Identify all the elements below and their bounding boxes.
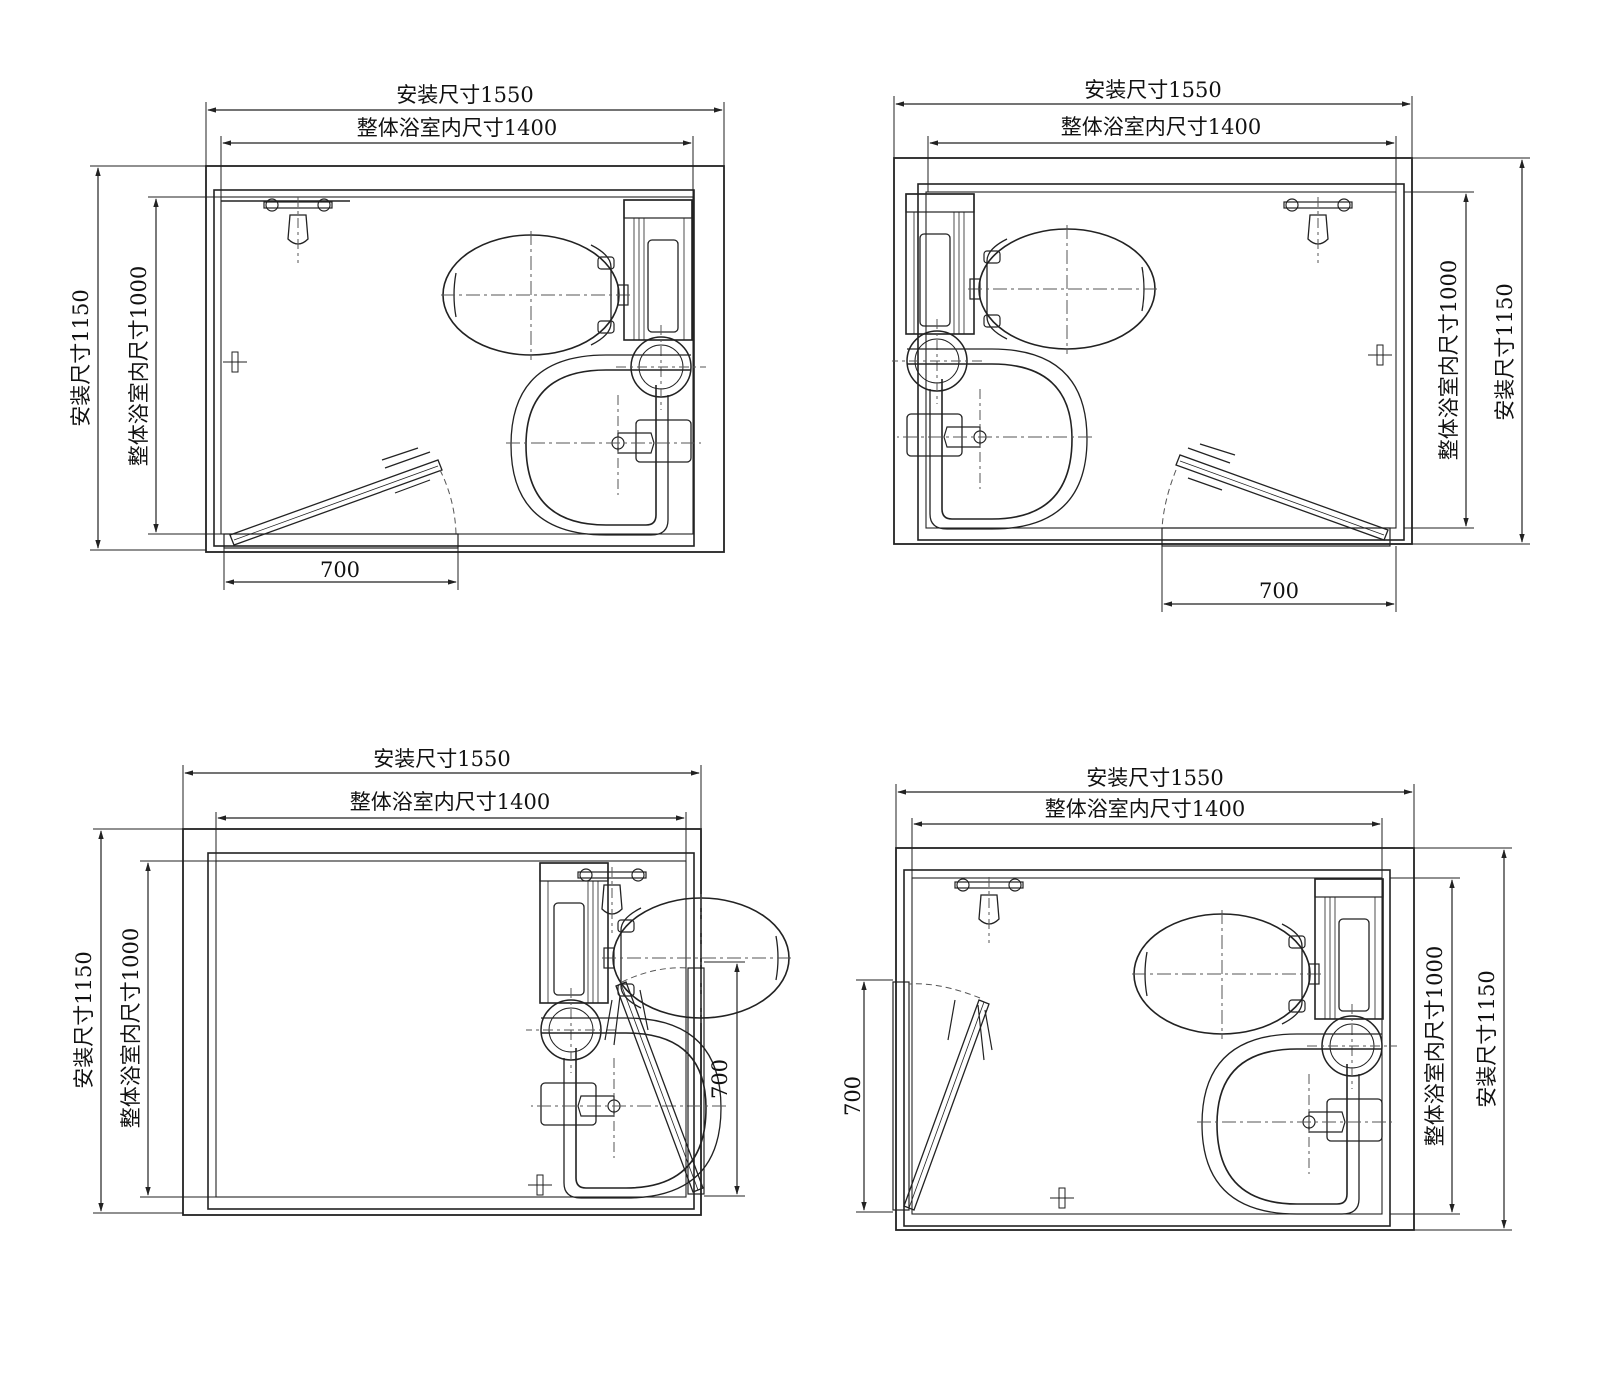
inner-height-label: 整体浴室内尺寸1000 xyxy=(127,266,151,466)
inner-height-label: 整体浴室内尺寸1000 xyxy=(1437,260,1461,460)
door-icon xyxy=(604,967,705,1195)
inner-height-label: 整体浴室内尺寸1000 xyxy=(119,928,143,1128)
inner-width-label: 整体浴室内尺寸1400 xyxy=(1061,115,1261,139)
install-width-label: 安装尺寸1550 xyxy=(396,83,533,107)
floor-plan-2: 安装尺寸1550 整体浴室内尺寸1400 安装尺寸1150 整体浴室内尺寸100… xyxy=(891,78,1530,612)
install-height-label: 安装尺寸1150 xyxy=(69,289,93,426)
floor-plan-1: 安装尺寸1550 整体浴室内尺寸1400 安装尺寸1150 整体浴室内尺寸100… xyxy=(69,83,725,590)
door-icon xyxy=(1161,443,1391,547)
inner-width-label: 整体浴室内尺寸1400 xyxy=(357,116,557,140)
install-height-label: 安装尺寸1150 xyxy=(72,951,96,1088)
inner-width-label: 整体浴室内尺寸1400 xyxy=(350,790,550,814)
install-width-label: 安装尺寸1550 xyxy=(1086,766,1223,790)
inner-height-label: 整体浴室内尺寸1000 xyxy=(1423,946,1447,1146)
install-width-label: 安装尺寸1550 xyxy=(373,747,510,771)
install-height-label: 安装尺寸1150 xyxy=(1475,970,1499,1107)
install-width-label: 安装尺寸1550 xyxy=(1084,78,1221,102)
door-width-label: 700 xyxy=(320,558,360,582)
door-width-label: 700 xyxy=(841,1076,865,1116)
install-height-label: 安装尺寸1150 xyxy=(1493,283,1517,420)
floor-plan-4: 安装尺寸1550 整体浴室内尺寸1400 安装尺寸1150 整体浴室内尺寸100… xyxy=(841,766,1512,1231)
door-icon xyxy=(223,447,459,549)
door-width-label: 700 xyxy=(708,1059,732,1099)
door-icon xyxy=(892,981,993,1211)
floor-plan-3: 安装尺寸1550 整体浴室内尺寸1400 安装尺寸1150 整体浴室内尺寸100… xyxy=(72,747,792,1216)
inner-width-label: 整体浴室内尺寸1400 xyxy=(1045,797,1245,821)
door-width-label: 700 xyxy=(1259,579,1299,603)
